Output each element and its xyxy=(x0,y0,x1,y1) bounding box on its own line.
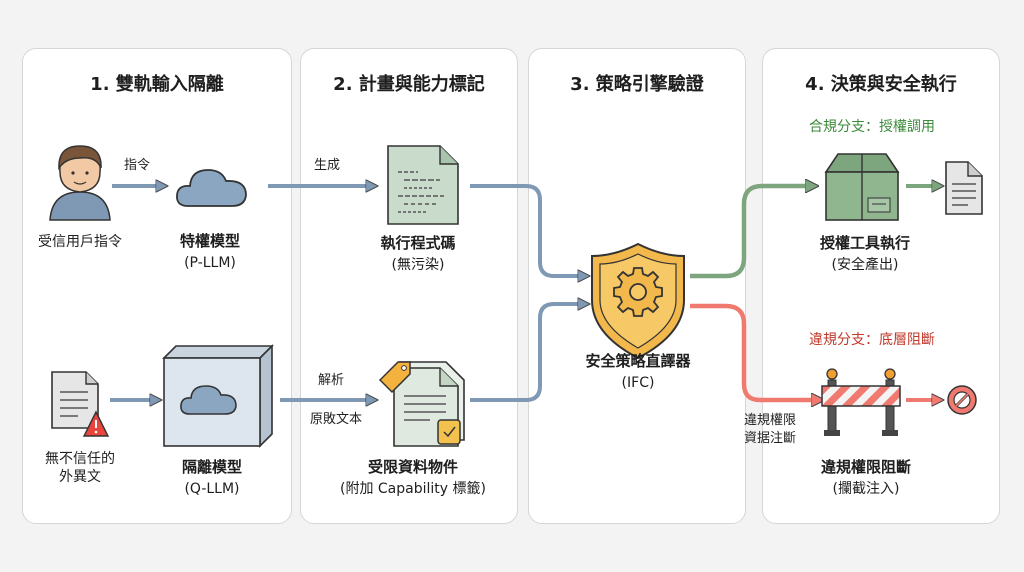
isolated-container-icon xyxy=(162,344,274,448)
tool-package-icon xyxy=(824,153,900,221)
interpreter-title: 安全策略直譯器 xyxy=(585,352,691,370)
violation-branch-arrow xyxy=(690,303,818,400)
barrier-icon xyxy=(821,368,901,436)
privileged-model-label: 特權模型 (P-LLM) xyxy=(150,230,270,274)
violation-note: 違規權限 資据注斷 xyxy=(730,412,810,448)
code-subtitle: (無污染) xyxy=(391,257,445,273)
violation-block-label: 違規權限阻斷 (攔截注入) xyxy=(796,456,936,500)
interpreter-label: 安全策略直譯器 (IFC) xyxy=(568,350,708,394)
tagged-data-object-icon xyxy=(378,361,465,447)
trusted-user-label: 受信用戶指令 xyxy=(38,234,122,250)
violation-note-line2: 資据注斷 xyxy=(743,431,796,446)
privileged-model-subtitle: (P-LLM) xyxy=(184,255,236,271)
prohibited-icon xyxy=(947,385,977,415)
data-object-title: 受限資料物件 xyxy=(367,458,458,476)
authorized-tool-label: 授權工具執行 (安全產出) xyxy=(800,232,930,276)
column-title-2: 2. 計畫與能力標記 xyxy=(333,74,485,95)
raw-text-label: 原敗文本 xyxy=(309,412,362,427)
code-label: 執行程式碼 (無污染) xyxy=(358,232,478,276)
data-object-subtitle: (附加 Capability 標籤) xyxy=(340,481,486,497)
untrusted-text-label: 無不信任的 外異文 xyxy=(30,450,130,486)
quarantined-model-title: 隔離模型 xyxy=(181,458,242,476)
authorized-tool-subtitle: (安全產出) xyxy=(831,257,899,273)
violation-branch-label: 違規分支：底層阻斷 xyxy=(809,332,935,348)
gear-icon xyxy=(613,267,663,317)
data-object-label: 受限資料物件 (附加 Capability 標籤) xyxy=(318,456,508,500)
violation-note-line1: 違規權限 xyxy=(743,413,796,428)
code-to-engine-flow xyxy=(470,184,584,276)
instruction-arrow-label: 指令 xyxy=(123,158,150,173)
privileged-cloud-icon xyxy=(176,169,247,207)
untrusted-text-line1: 無不信任的 xyxy=(45,451,115,467)
column-title-4: 4. 決策與安全執行 xyxy=(805,74,957,95)
output-document-icon xyxy=(945,161,983,215)
interpreter-subtitle: (IFC) xyxy=(621,375,655,391)
policy-shield-icon xyxy=(591,242,685,360)
data-to-engine-flow xyxy=(470,304,584,402)
panel-decision-execution xyxy=(762,48,1000,524)
quarantined-model-subtitle: (Q-LLM) xyxy=(184,481,240,497)
privileged-model-title: 特權模型 xyxy=(179,232,240,250)
compliant-branch-label: 合規分支：授權調用 xyxy=(809,119,935,135)
quarantined-model-label: 隔離模型 (Q-LLM) xyxy=(152,456,272,500)
compliant-branch-arrow xyxy=(690,186,812,279)
user-avatar-icon xyxy=(49,145,111,221)
generate-label: 生成 xyxy=(313,158,340,173)
code-title: 執行程式碼 xyxy=(380,234,456,252)
violation-block-subtitle: (攔截注入) xyxy=(832,481,900,497)
violation-block-title: 違規權限阻斷 xyxy=(820,458,911,476)
parse-label: 解析 xyxy=(317,373,344,388)
authorized-tool-title: 授權工具執行 xyxy=(819,234,910,252)
code-document-icon xyxy=(387,145,459,225)
column-title-3: 3. 策略引擎驗證 xyxy=(570,74,704,95)
untrusted-text-line2: 外異文 xyxy=(59,469,101,485)
untrusted-document-icon xyxy=(51,371,99,429)
warning-icon xyxy=(82,410,110,437)
column-title-1: 1. 雙軌輸入隔離 xyxy=(90,74,224,95)
